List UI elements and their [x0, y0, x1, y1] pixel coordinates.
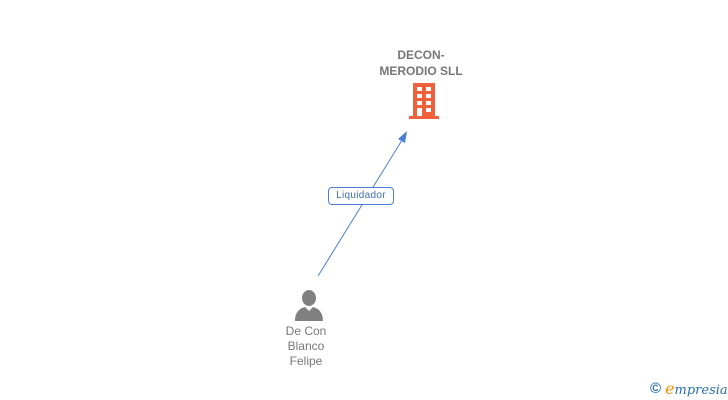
- company-name-label[interactable]: DECON- MERODIO SLL: [379, 48, 463, 78]
- role-badge-liquidador[interactable]: Liquidador: [328, 187, 394, 205]
- arrowhead-icon: [398, 131, 407, 143]
- edge-liquidador-line: [317, 136, 405, 277]
- person-icon[interactable]: [293, 289, 325, 321]
- person-name-label[interactable]: De Con Blanco Felipe: [285, 324, 327, 368]
- copyright-icon: ©: [650, 379, 662, 397]
- building-icon[interactable]: [407, 83, 441, 119]
- brand-name: empresia: [665, 378, 728, 398]
- empresia-logo: © empresia: [650, 378, 728, 398]
